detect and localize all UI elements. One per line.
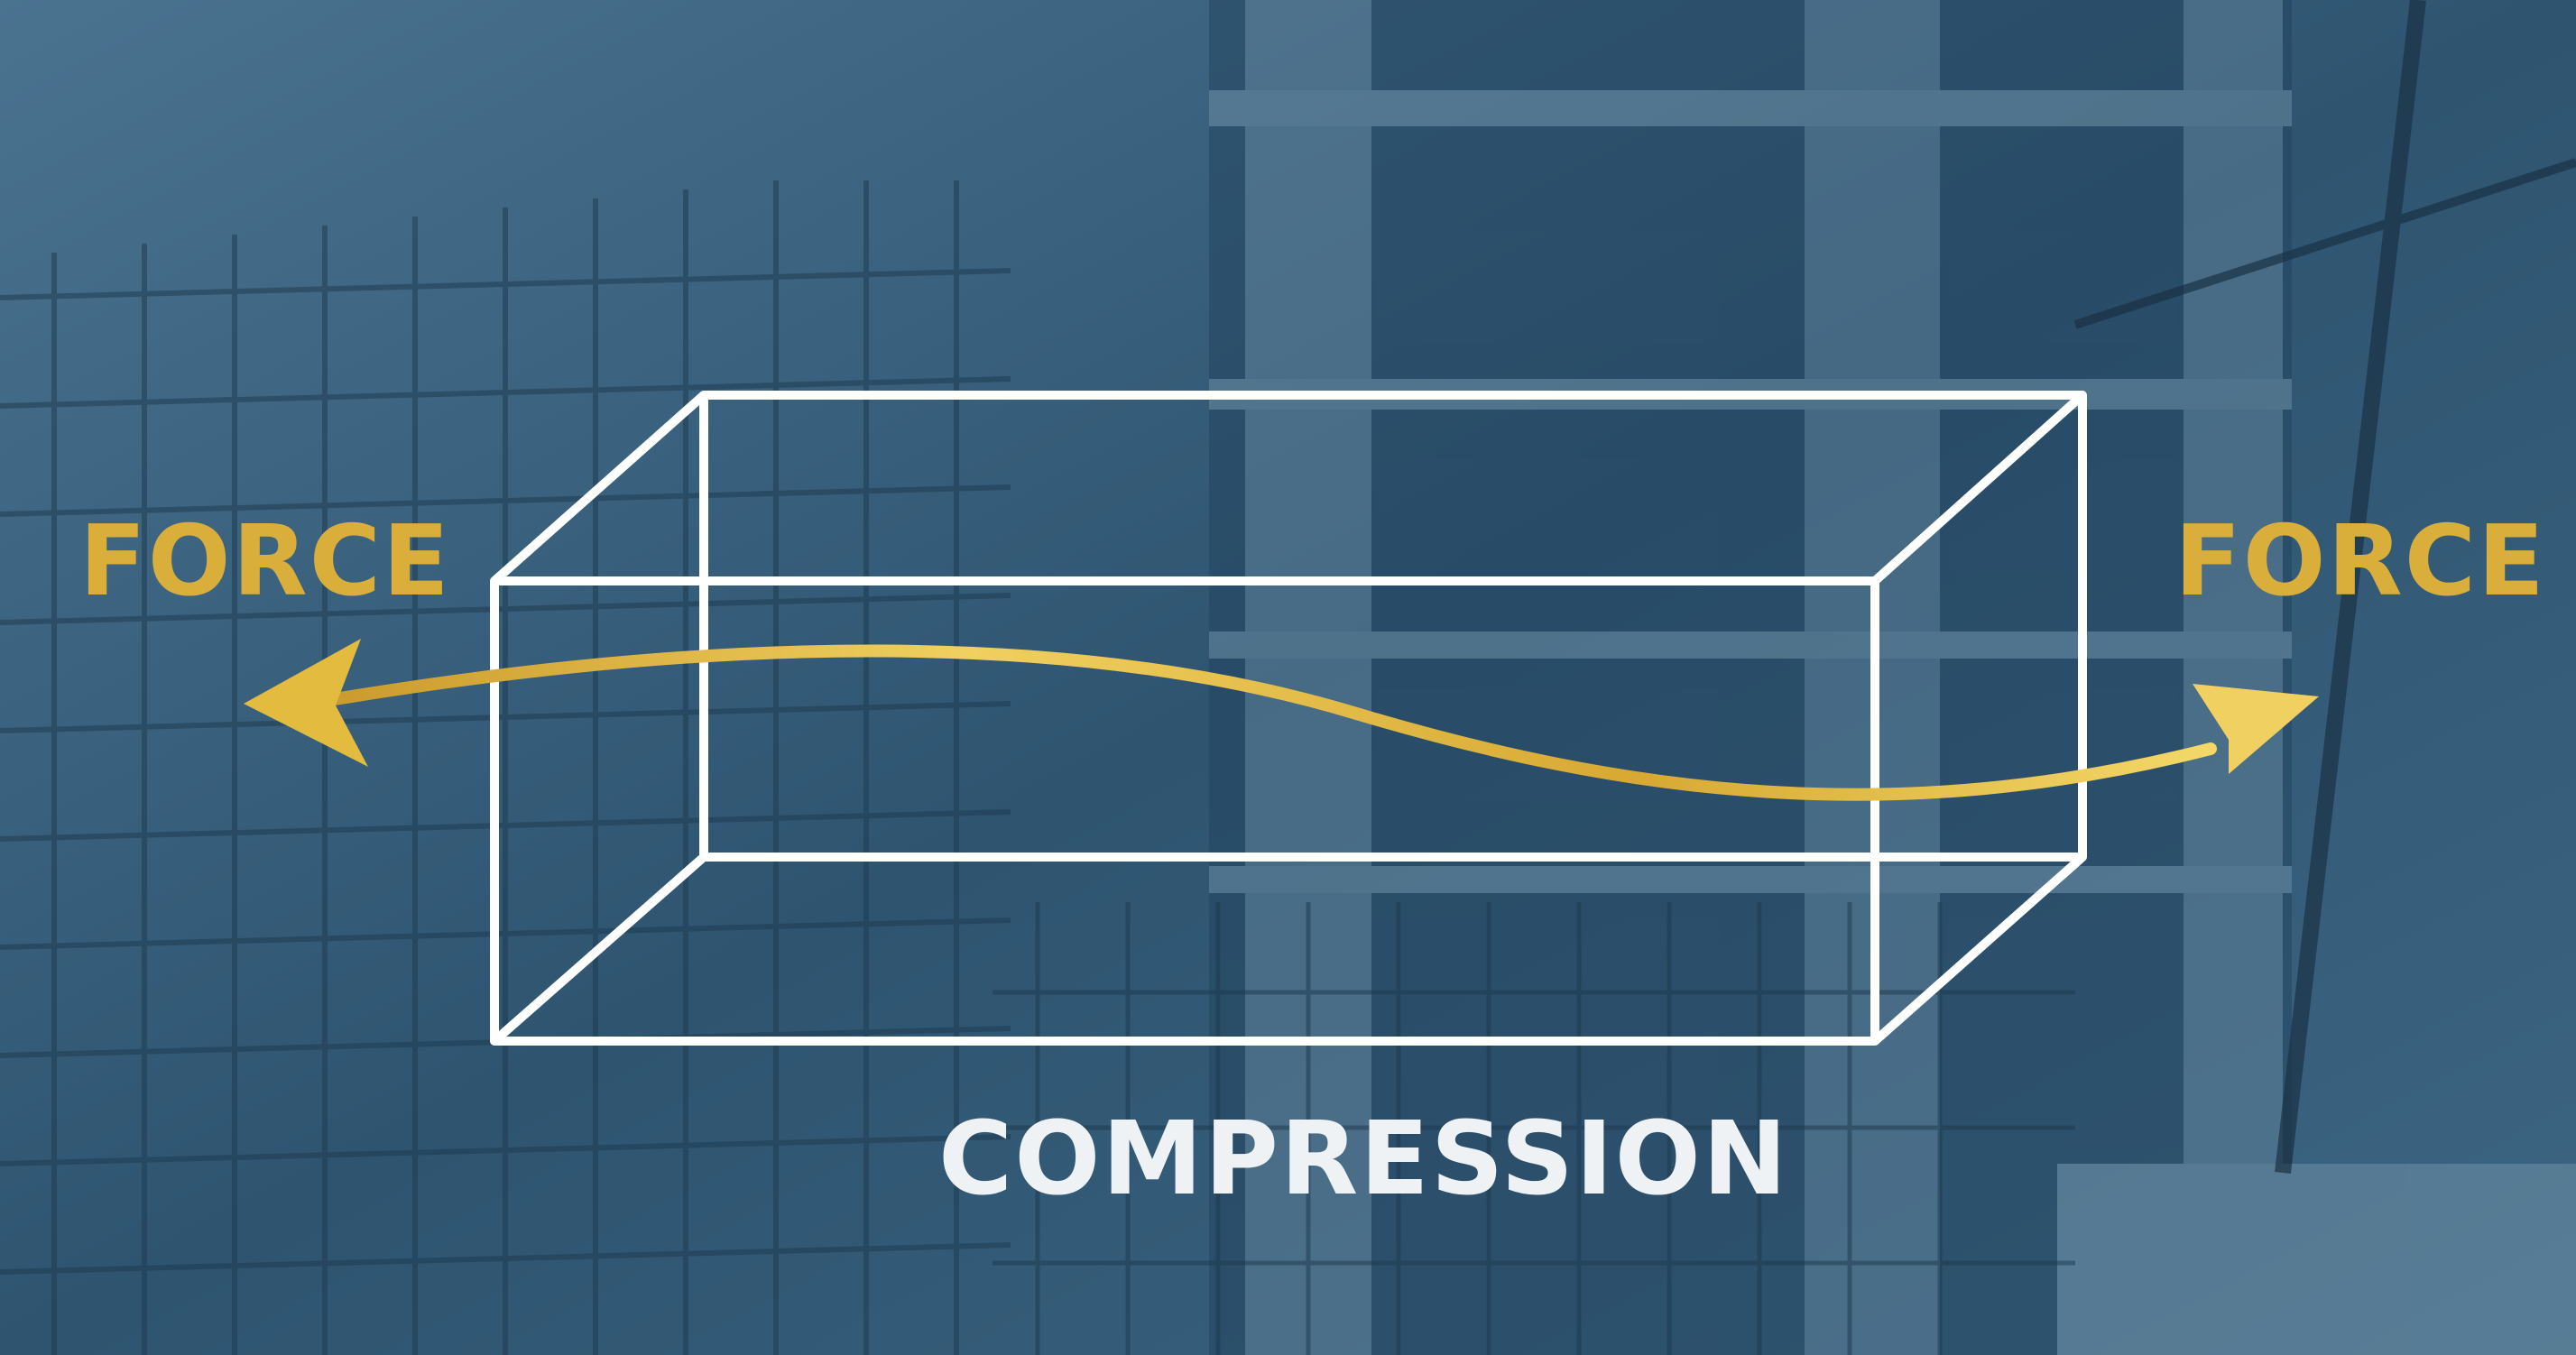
force-label-left: FORCE: [79, 505, 451, 618]
force-label-right: FORCE: [2174, 505, 2546, 618]
compression-caption: COMPRESSION: [938, 1101, 1789, 1218]
